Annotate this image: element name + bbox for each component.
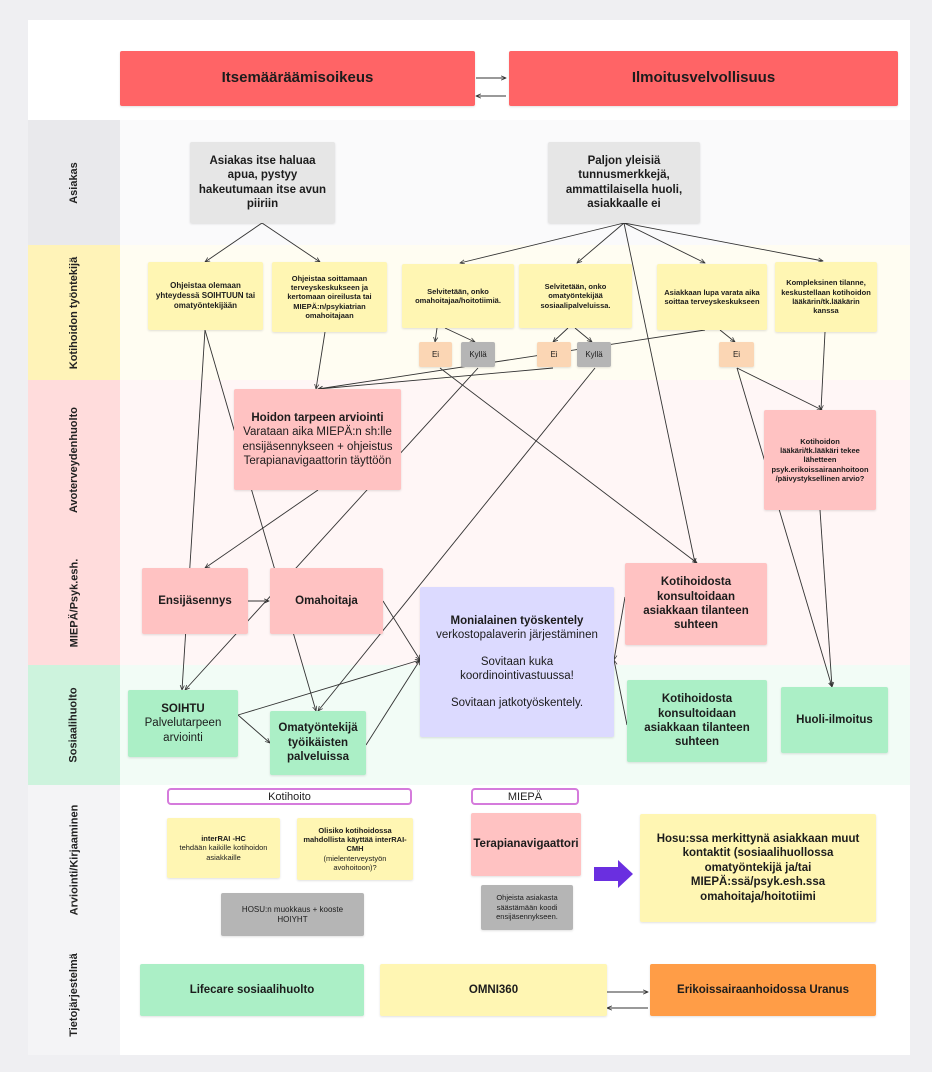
arrow-ei3-huoli: [736, 367, 832, 687]
arrow-a2-konsult: [623, 222, 695, 563]
arrow-k1-omatyo: [204, 329, 316, 711]
node-uranus: Erikoissairaanhoidossa Uranus: [650, 964, 876, 1016]
arrow-konsult-moni: [614, 596, 626, 660]
arrow-k2-hoito: [316, 331, 326, 389]
arrow-laakari-huoli: [819, 509, 832, 687]
node-ohjeistaa-soittamaan: Ohjeistaa soittamaan terveyskeskukseen j…: [272, 262, 387, 332]
node-interrai-cmh: Olisiko kotihoidossa mahdollista käyttää…: [297, 818, 413, 880]
node-lifecare: Lifecare sosiaalihuolto: [140, 964, 364, 1016]
arrow-soihtu-omatyo: [237, 714, 270, 743]
monialainen-title: Monialainen työskentely: [450, 615, 584, 628]
node-huoli-ilmoitus: Huoli-ilmoitus: [781, 687, 888, 753]
header-ilmoitusvelvollisuus: Ilmoitusvelvollisuus: [509, 51, 898, 106]
lane-label-sosiaali: Sosiaalihuolto: [28, 665, 120, 785]
soihtu-title: SOIHTU: [161, 702, 205, 715]
node-asiakas-huoli: Paljon yleisiä tunnusmerkkejä, ammattila…: [548, 142, 700, 223]
arrow-a1-k2: [261, 222, 320, 262]
node-hoidon-tarpeen-arviointi: Hoidon tarpeen arviointi Varataan aika M…: [234, 389, 401, 490]
interrai-body: tehdään kaikille kotihoidon asiakkaille: [179, 843, 268, 862]
arrow-k1-soihtu: [182, 329, 206, 690]
monialainen-line1: verkostopalaverin järjestäminen: [436, 629, 598, 642]
hoidon-title: Hoidon tarpeen arviointi: [251, 411, 384, 424]
cmh-post: (mielenterveystyön avohoitoon)?: [323, 853, 387, 873]
node-laakari-lahete: Kotihoidon lääkäri/tk.lääkäri tekee lähe…: [764, 410, 876, 510]
cmh-pre: Olisiko kotihoidossa mahdollista käyttää…: [303, 825, 407, 854]
node-ohjeistaa-soihtu: Ohjeistaa olemaan yhteydessä SOIHTUUN ta…: [148, 262, 263, 330]
arrow-k3-kylla: [444, 327, 475, 343]
arrow-a2-k5: [623, 222, 705, 263]
lane-label-tieto: Tietojärjestelmä: [28, 935, 120, 1055]
arrow-oma-moni: [382, 600, 420, 660]
node-konsultointi-miepa: Kotihoidosta konsultoidaan asiakkaan til…: [625, 563, 767, 645]
lane-label-arviointi: Arviointi/Kirjaaminen: [28, 785, 120, 935]
node-selvitetaan-omatyontekija: Selvitetään, onko omatyöntekijää sosiaal…: [519, 264, 632, 328]
node-hosu-merkinnat: Hosu:ssa merkittynä asiakkaan muut konta…: [640, 814, 876, 922]
arrow-ei3-laakari: [736, 367, 822, 410]
node-asiakas-itse: Asiakas itse haluaa apua, pystyy hakeutu…: [190, 142, 335, 223]
arrow-hoito-ensi: [205, 489, 319, 568]
lane-label-miepa: MIEPÄ/Psyk.esh.: [28, 540, 120, 665]
monialainen-line3: Sovitaan jatkotyöskentely.: [450, 696, 584, 709]
node-asiakkaan-lupa: Asiakkaan lupa varata aika soittaa terve…: [657, 264, 767, 330]
arrow-ei2-hoito: [318, 367, 554, 389]
arrow-k6-laakari: [821, 331, 826, 410]
tag-ei-1: Ei: [419, 342, 452, 367]
arrow-kylla2-omatyo: [318, 367, 596, 711]
node-omahoitaja: Omahoitaja: [270, 568, 383, 634]
header-itsemaaraamisoikeus: Itsemääräämisoikeus: [120, 51, 475, 106]
tag-kylla-1: Kyllä: [461, 342, 495, 367]
arrow-a1-k1: [205, 222, 263, 262]
lane-label-asiakas: Asiakas: [28, 120, 120, 245]
arrow-k4-ei: [553, 327, 569, 342]
arrow-k5-ei: [719, 329, 735, 342]
lane-label-avo: Avoterveydenhuolto: [28, 380, 120, 540]
soihtu-body: Palvelutarpeen arviointi: [144, 717, 222, 744]
arrow-kylla1-soihtu: [185, 367, 479, 690]
node-monialainen: Monialainen työskentely verkostopalaveri…: [420, 587, 614, 737]
frame-kotihoito: Kotihoito: [167, 788, 412, 805]
arrow-omatyo-moni: [365, 660, 420, 746]
node-interrai-hc: interRAI -HC tehdään kaikille kotihoidon…: [167, 818, 280, 878]
frame-miepa: MIEPÄ: [471, 788, 579, 805]
tag-ei-3: Ei: [719, 342, 754, 367]
tag-ei-2: Ei: [537, 342, 571, 367]
arrow-ei1-konsult: [439, 367, 697, 563]
monialainen-line2: Sovitaan kuka koordinointivastuussa!: [460, 655, 574, 683]
node-omatyontekija: Omatyöntekijä työikäisten palveluissa: [270, 711, 366, 775]
node-hosu-muokkaus: HOSU:n muokkaus + kooste HOIYHT: [221, 893, 364, 936]
arrow-a2-k6: [623, 222, 823, 261]
arrow-a2-k4: [577, 222, 625, 263]
node-soihtu: SOIHTU Palvelutarpeen arviointi: [128, 690, 238, 757]
arrow-konsult2-moni: [614, 660, 628, 726]
tag-kylla-2: Kyllä: [577, 342, 611, 367]
lane-label-kotihoito: Kotihoidon työntekijä: [28, 245, 120, 380]
arrow-k5-hoito: [318, 329, 706, 389]
arrow-k4-kylla: [574, 327, 592, 342]
hoidon-body: Varataan aika MIEPÄ:n sh:lle ensijäsenny…: [242, 426, 393, 467]
arrow-k3-ei: [435, 327, 437, 342]
node-terapianavigaattori: Terapianavigaattori: [471, 813, 581, 876]
node-kompleksinen: Kompleksinen tilanne, keskustellaan koti…: [775, 262, 877, 332]
node-omni360: OMNI360: [380, 964, 607, 1016]
node-ohjeista-koodi: Ohjeista asiakasta säästämään koodi ensi…: [481, 885, 573, 930]
big-arrow-purple: [594, 860, 633, 888]
node-ensijasennys: Ensijäsennys: [142, 568, 248, 634]
arrow-soihtu-moni: [237, 660, 420, 716]
arrow-a2-k3: [460, 222, 625, 263]
interrai-title: interRAI -HC: [201, 833, 246, 843]
node-konsultointi-sosiaali: Kotihoidosta konsultoidaan asiakkaan til…: [627, 680, 767, 762]
node-selvitetaan-omahoitaja: Selvitetään, onko omahoitajaa/hoitotiimi…: [402, 264, 514, 328]
